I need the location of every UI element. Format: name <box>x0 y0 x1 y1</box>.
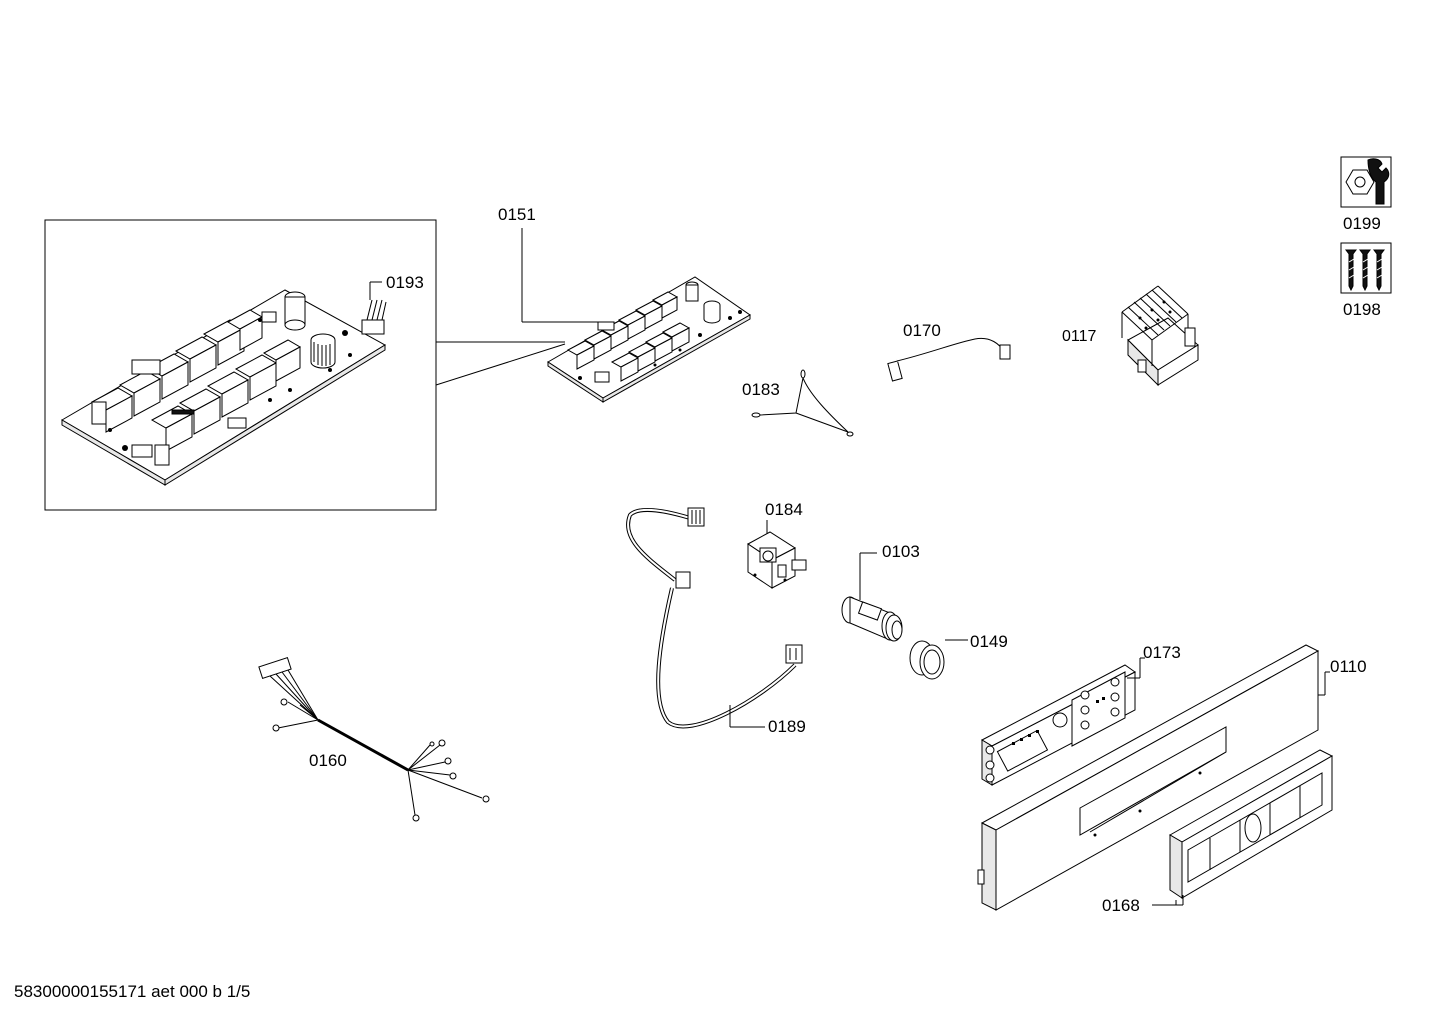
pcb-enlarged <box>61 289 386 486</box>
wrench-nut-icon <box>1340 156 1392 208</box>
detail-box <box>44 219 566 511</box>
part-label-0170: 0170 <box>903 321 941 340</box>
screws-icon <box>1340 242 1392 294</box>
part-label-0183: 0183 <box>742 380 780 399</box>
harness-0189 <box>626 507 803 729</box>
part-label-0117: 0117 <box>1062 328 1097 345</box>
frame-0168 <box>1152 749 1334 906</box>
part-label-0168: 0168 <box>1102 896 1140 915</box>
part-label-0198: 0198 <box>1343 300 1381 319</box>
part-label-0103: 0103 <box>882 542 920 561</box>
cable-0170 <box>887 335 1011 382</box>
pcb-0151 <box>547 276 751 403</box>
document-footer: 58300000155171 aet 000 b 1/5 <box>14 982 251 1001</box>
part-label-0160: 0160 <box>309 751 347 770</box>
wire-0183 <box>751 369 854 437</box>
pcb-0173 <box>980 657 1145 786</box>
part-label-0189: 0189 <box>768 717 806 736</box>
harness-0160 <box>258 657 490 822</box>
part-label-0173: 0173 <box>1143 643 1181 662</box>
part-label-0149: 0149 <box>970 632 1008 651</box>
ring-0149 <box>909 639 968 680</box>
part-label-0184: 0184 <box>765 500 803 519</box>
motor-0103 <box>841 552 903 642</box>
part-label-0110: 0110 <box>1330 657 1367 676</box>
part-label-0151: 0151 <box>498 205 536 224</box>
connector-0193 <box>361 299 387 335</box>
part-label-0193: 0193 <box>386 273 424 292</box>
part-label-0199: 0199 <box>1343 214 1381 233</box>
panel-0110 <box>977 644 1330 911</box>
switch-0184 <box>747 520 807 589</box>
heatsink-0117 <box>1121 285 1199 387</box>
